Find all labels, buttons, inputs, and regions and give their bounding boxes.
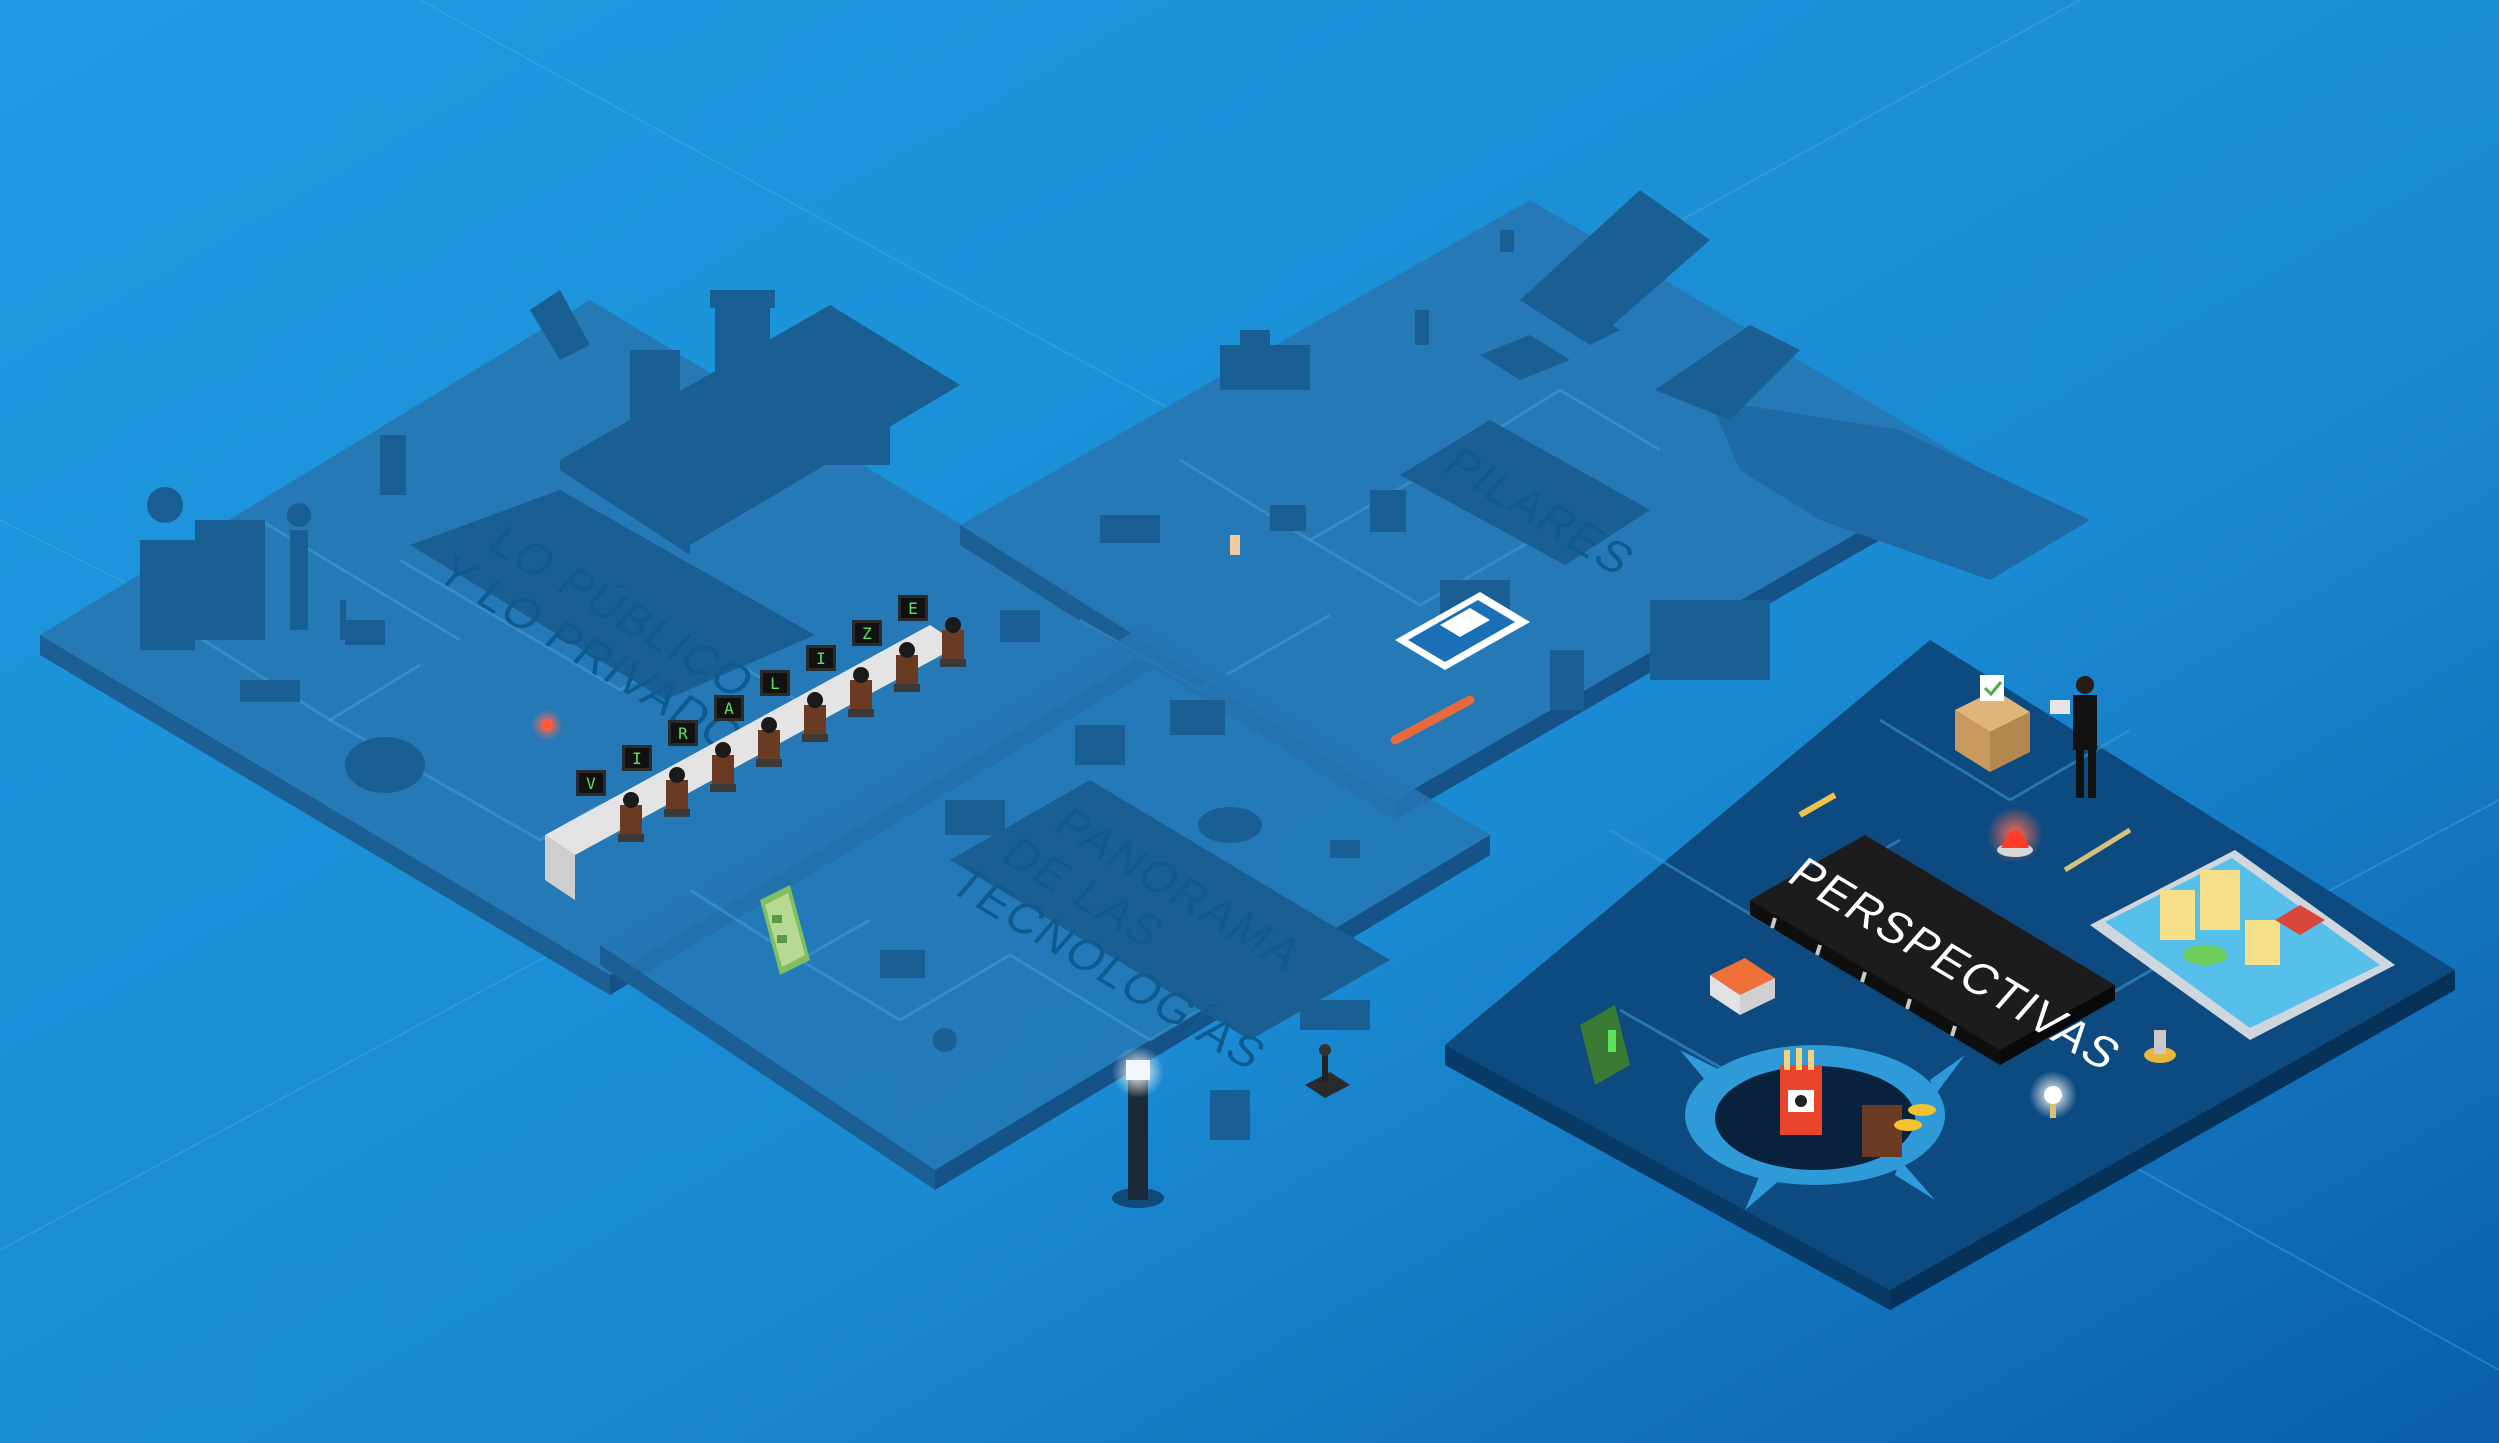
businessman-figure <box>2050 676 2097 798</box>
ballot-box-icon <box>1955 675 2030 772</box>
green-chip-icon <box>1580 1005 1630 1085</box>
monitor-5: L <box>760 670 828 742</box>
monitor-6: I <box>806 645 874 717</box>
phone-card <box>1395 592 1530 670</box>
siren-icon <box>1987 807 2043 863</box>
monitor-letter: L <box>770 674 780 693</box>
monitor-7: Z <box>852 620 920 692</box>
monitor-letter: E <box>908 599 918 618</box>
battery-icon <box>1710 958 1775 1015</box>
resistor-icon <box>1390 695 1475 745</box>
platform-pilares: PILARES <box>960 190 2090 820</box>
platform-perspectivas: PERSPECTIVAS <box>1445 640 2455 1310</box>
cracked-hole <box>1680 1045 1965 1210</box>
monitor-letter: Z <box>862 624 872 643</box>
circuit-board-icon <box>760 885 810 975</box>
monitor-4: A <box>714 695 782 767</box>
lamp-post-icon <box>1112 1046 1164 1208</box>
monitor-1: V <box>576 770 644 842</box>
smartphone-city-icon <box>2090 850 2395 1040</box>
potentiometer-icon <box>2144 1030 2176 1063</box>
monitor-3: R <box>668 720 736 792</box>
light-bulb-icon <box>2029 1071 2077 1119</box>
monitor-letter: I <box>632 749 642 768</box>
monitor-letter: I <box>816 649 826 668</box>
monitor-8: E <box>898 595 966 667</box>
monitor-letter: A <box>724 699 734 718</box>
monitor-2: I <box>622 745 690 817</box>
joystick-icon <box>1305 1044 1350 1098</box>
workers-desk-row: V I R A L I Z E <box>545 595 966 900</box>
monitor-letter: R <box>678 724 688 743</box>
platform-panorama: PANORAMA DE LAS TECNOLOGÍAS <box>600 625 1490 1208</box>
monitor-letter: V <box>586 774 596 793</box>
